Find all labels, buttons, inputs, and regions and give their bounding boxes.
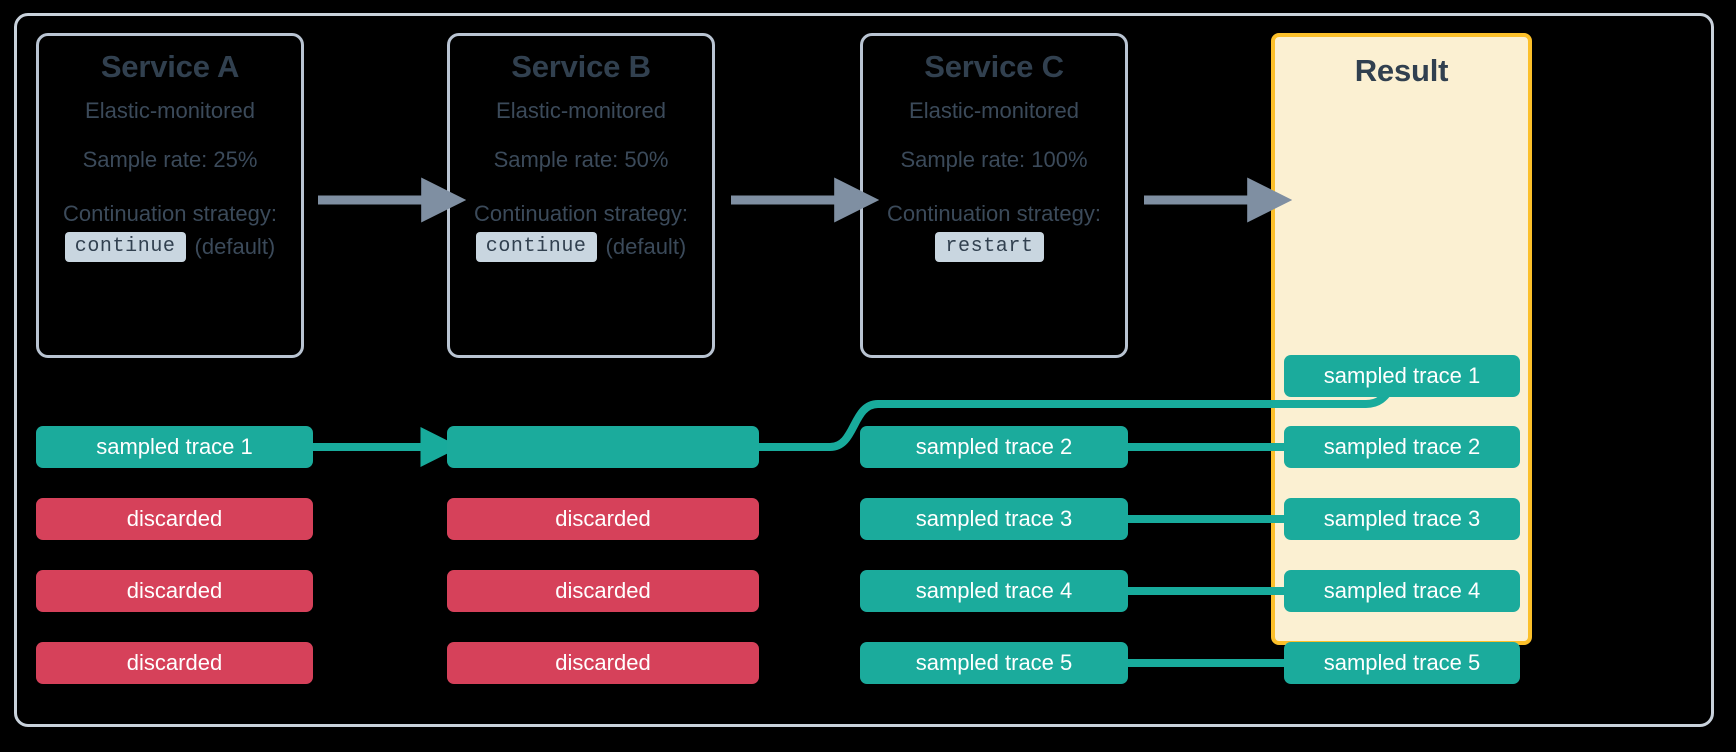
trace-bar-service-c-row-1: sampled trace 2	[860, 426, 1128, 468]
result-trace-bar-1: sampled trace 1	[1284, 355, 1520, 397]
service-a-strategy-badge: continue	[64, 231, 186, 262]
result-trace-bar-2: sampled trace 2	[1284, 426, 1520, 468]
trace-bar-service-a-row-3: discarded	[36, 570, 313, 612]
result-trace-bar-5: sampled trace 5	[1284, 642, 1520, 684]
service-b-strategy-badge: continue	[475, 231, 597, 262]
diagram-outer-frame	[14, 13, 1714, 727]
service-b-continuation-label: Continuation strategy:	[473, 200, 689, 226]
service-a-sample-rate: Sample rate: 25%	[82, 147, 258, 173]
result-trace-bar-3: sampled trace 3	[1284, 498, 1520, 540]
service-b-strategy-row: continue (default)	[475, 231, 687, 262]
trace-bar-service-b-row-4: discarded	[447, 642, 759, 684]
result-trace-bar-4: sampled trace 4	[1284, 570, 1520, 612]
service-b-subtitle: Elastic-monitored	[496, 98, 666, 124]
service-c-subtitle: Elastic-monitored	[909, 98, 1079, 124]
service-c-strategy-badge: restart	[935, 231, 1044, 262]
result-card: Result	[1271, 33, 1532, 645]
service-card-c: Service C Elastic-monitored Sample rate:…	[860, 33, 1128, 358]
trace-bar-service-b-row-1	[447, 426, 759, 468]
service-b-sample-rate: Sample rate: 50%	[493, 147, 669, 173]
service-a-title: Service A	[100, 49, 240, 84]
service-a-continuation-label: Continuation strategy:	[62, 200, 278, 226]
trace-bar-service-b-row-3: discarded	[447, 570, 759, 612]
trace-bar-service-c-row-3: sampled trace 4	[860, 570, 1128, 612]
service-c-title: Service C	[924, 49, 1064, 84]
service-a-strategy-row: continue (default)	[64, 231, 276, 262]
trace-bar-service-c-row-2: sampled trace 3	[860, 498, 1128, 540]
trace-bar-service-a-row-1: sampled trace 1	[36, 426, 313, 468]
service-card-b: Service B Elastic-monitored Sample rate:…	[447, 33, 715, 358]
service-a-strategy-note: (default)	[194, 233, 276, 259]
service-a-subtitle: Elastic-monitored	[85, 98, 255, 124]
trace-bar-service-b-row-2: discarded	[447, 498, 759, 540]
trace-bar-service-a-row-4: discarded	[36, 642, 313, 684]
service-card-a: Service A Elastic-monitored Sample rate:…	[36, 33, 304, 358]
service-c-sample-rate: Sample rate: 100%	[900, 147, 1088, 173]
service-c-strategy-row: restart	[935, 231, 1052, 262]
service-b-strategy-note: (default)	[605, 233, 687, 259]
trace-bar-service-a-row-2: discarded	[36, 498, 313, 540]
service-c-continuation-label: Continuation strategy:	[886, 200, 1102, 226]
result-title: Result	[1354, 53, 1449, 88]
trace-bar-service-c-row-4: sampled trace 5	[860, 642, 1128, 684]
service-b-title: Service B	[511, 49, 651, 84]
